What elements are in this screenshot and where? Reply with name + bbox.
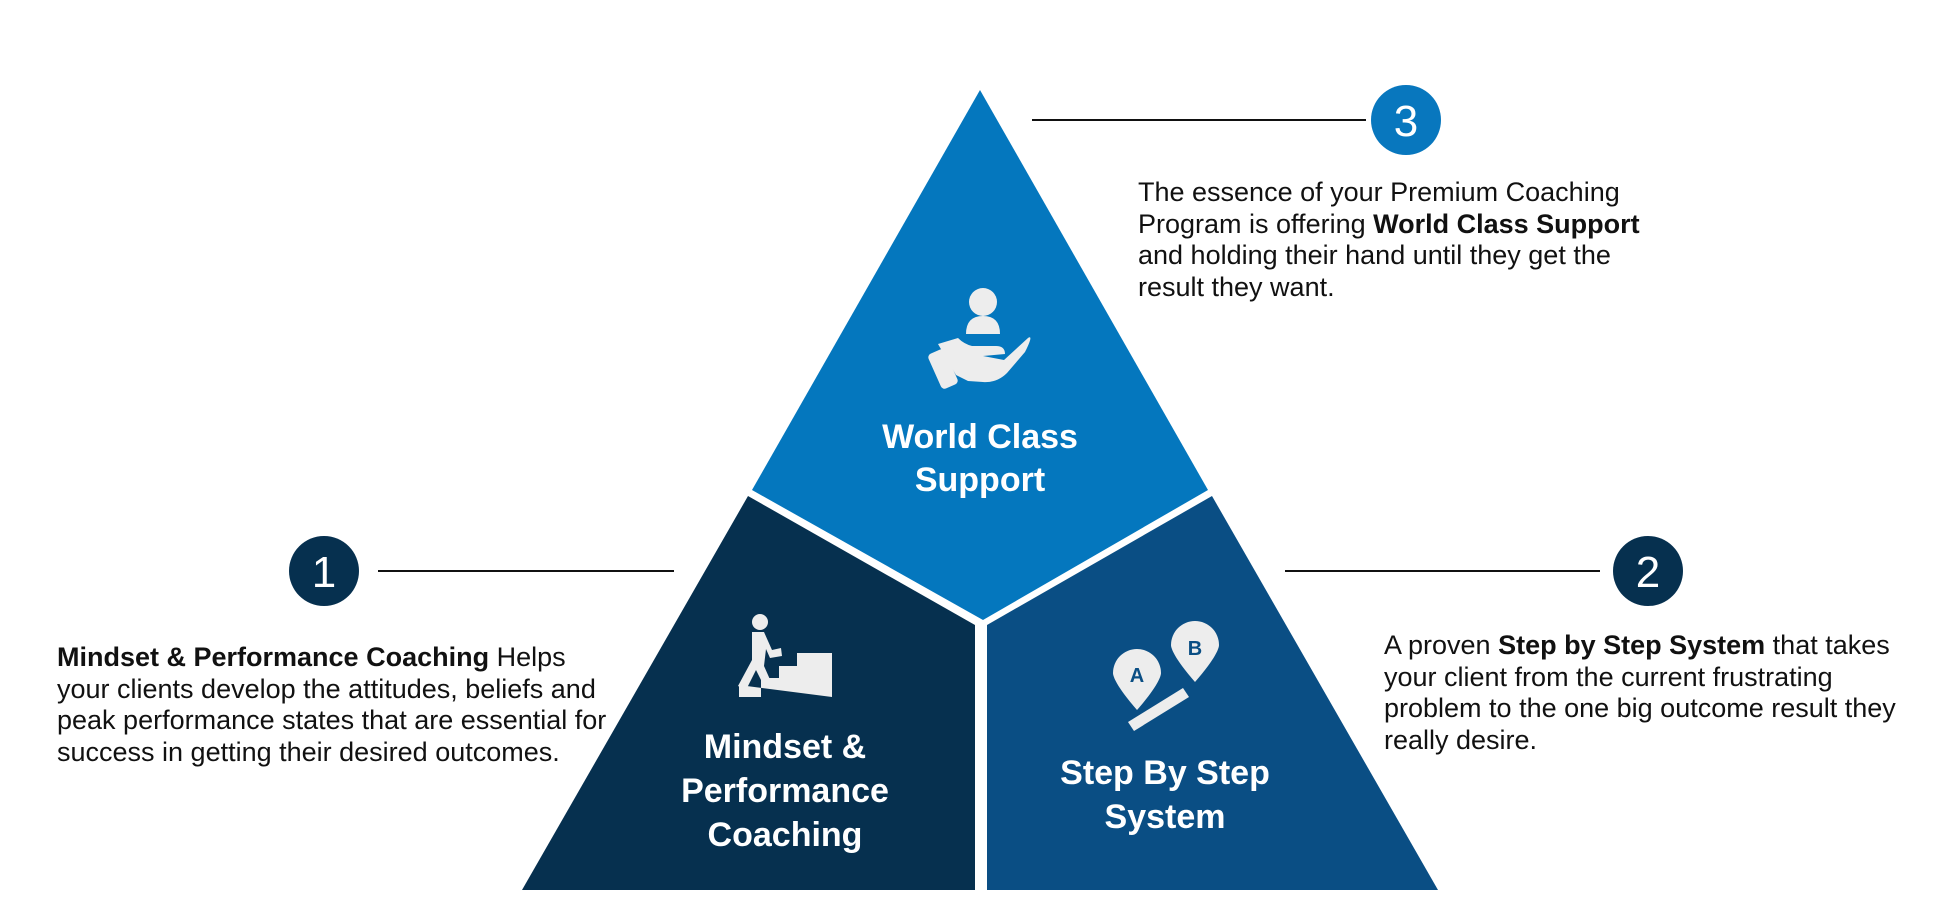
badge-3: 3 — [1371, 85, 1441, 155]
callout-2-description: A proven Step by Step System that takes … — [1384, 630, 1924, 756]
badge-2: 2 — [1613, 536, 1683, 606]
segment-left-label-line-2: Performance — [681, 772, 889, 810]
callout-1-text-bold: Mindset & Performance Coaching — [57, 642, 490, 672]
person-climbing-stairs-icon — [738, 614, 832, 697]
pin-a-letter: A — [1130, 665, 1144, 687]
pin-b-letter: B — [1188, 638, 1202, 660]
badge-1: 1 — [289, 536, 359, 606]
badge-2-number: 2 — [1636, 548, 1660, 597]
location-pin-b — [1171, 621, 1219, 682]
callout-1-description: Mindset & Performance Coaching Helps you… — [57, 642, 617, 768]
segment-top-label-line-1: World Class — [882, 418, 1078, 456]
callout-2-text-post: that takes your client from the current … — [1384, 630, 1896, 755]
hand-holding-person-icon — [928, 288, 1031, 389]
segment-left-label-line-3: Coaching — [708, 816, 863, 854]
callout-3-text-pre: The essence of your Premium Coaching Pro… — [1138, 177, 1620, 239]
segment-right-label-line-1: Step By Step — [1060, 754, 1270, 792]
callout-2-text-pre: A proven — [1384, 630, 1499, 660]
segment-top-label-line-2: Support — [915, 461, 1045, 499]
a-to-b-location-pins-icon: B A — [1113, 621, 1219, 731]
segment-right-step-by-step — [987, 496, 1438, 890]
callout-2-text-bold: Step by Step System — [1498, 630, 1766, 660]
segment-right-label-line-2: System — [1105, 798, 1226, 836]
location-pin-a — [1113, 649, 1161, 710]
badge-3-circle — [1371, 85, 1441, 155]
callout-1-text: Helps your clients develop the attitudes… — [57, 642, 607, 767]
badge-2-circle — [1613, 536, 1683, 606]
badge-1-number: 1 — [312, 548, 336, 597]
callout-3-text-post: and holding their hand until they get th… — [1138, 240, 1611, 302]
callout-3-description: The essence of your Premium Coaching Pro… — [1138, 177, 1678, 303]
badge-1-circle — [289, 536, 359, 606]
badge-3-number: 3 — [1394, 97, 1418, 146]
callout-3-text-bold: World Class Support — [1373, 208, 1640, 239]
segment-left-label-line-1: Mindset & — [704, 728, 866, 766]
route-line — [1128, 688, 1189, 731]
